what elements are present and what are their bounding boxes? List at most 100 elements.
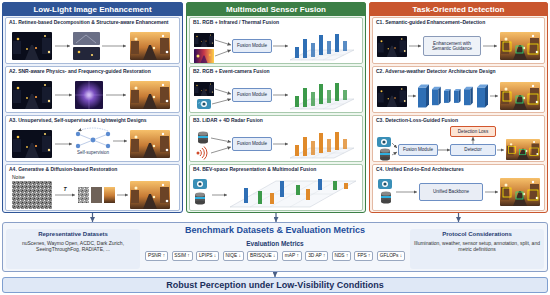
panel-grounds [369, 2, 548, 16]
metric-pill: LPIPS ↓ [196, 251, 219, 261]
flow-arrow [275, 213, 276, 222]
panel-grounds [189, 115, 363, 162]
fusion-illustrations [258, 181, 337, 204]
detection-illustrations [381, 192, 391, 204]
enhancement-illustrations [106, 144, 110, 148]
column-panel: Multimodal Sensor FusionB1. RGB + Infrar… [186, 2, 366, 213]
fusion-illustrations [250, 181, 336, 207]
metric-name: PSNR ↑ [148, 254, 165, 259]
flow-arrows [490, 96, 498, 97]
flow-arrows [215, 50, 231, 56]
detection-illustrations [506, 139, 540, 160]
panel-grounds [2, 277, 548, 293]
panel-grounds [369, 2, 548, 213]
enhancement-illustrations [106, 132, 110, 136]
flow-arrows [106, 95, 126, 96]
method-box: C1. Semantic-guided Enhancement–Detectio… [372, 17, 545, 64]
fusion-illustrations [244, 188, 248, 203]
flow-arrows [211, 138, 231, 142]
detection-illustrations [500, 32, 540, 60]
metric-pill: BRISQUE ↓ [247, 251, 278, 261]
enhancement-illustrations [78, 134, 108, 146]
metric-name: NIQE ↓ [225, 254, 240, 259]
enhancement-illustrations [130, 130, 170, 158]
detection-illustrations [432, 87, 441, 105]
panel-grounds [189, 17, 363, 64]
metric-pill: NIQE ↓ [223, 251, 244, 261]
enhancement-illustrations [78, 128, 108, 131]
label-holder: Evaluation Metrics [145, 240, 405, 248]
panel-grounds [5, 164, 180, 211]
illustration-label: Evaluation Metrics [145, 240, 405, 248]
method-box: B3. LiDAR + 4D Radar FusionFusion Module [189, 115, 363, 162]
fusion-illustrations [258, 191, 262, 204]
module-label: Fusion Module [237, 141, 267, 146]
enhancement-illustrations [75, 81, 103, 109]
flow-arrows [55, 95, 72, 96]
enhancement-illustrations [78, 187, 89, 203]
detector-box: Detector [450, 144, 496, 156]
flow-arrow [473, 137, 474, 144]
flow-arrows [102, 46, 126, 47]
panel-grounds [5, 115, 180, 162]
label-holder: T [59, 186, 71, 192]
module-label: Detection Loss [458, 129, 488, 134]
column-panel: Low-Light Image EnhancementA1. Retinex-b… [2, 2, 183, 213]
fusion-illustrations [194, 49, 214, 63]
method-box: C3. Detection-Loss-Guided FusionDetectio… [372, 115, 545, 162]
detection-illustrations [444, 89, 451, 103]
label-holder: Noise [12, 174, 52, 180]
enhancement-illustrations [130, 32, 170, 60]
outcome-band: Robust Perception under Low-Visibility C… [2, 277, 548, 293]
panel-grounds [5, 17, 545, 211]
loss-box: Detection Loss [450, 126, 496, 137]
fusion-illustrations [306, 189, 310, 200]
flow-arrows [55, 195, 75, 196]
panel-grounds [189, 164, 363, 211]
fusion-illustrations [193, 179, 207, 189]
method-box: A1. Retinex-based Decomposition & Struct… [5, 17, 180, 64]
fusion-illustrations [290, 132, 354, 158]
flow-arrows [392, 152, 397, 155]
fusion-illustrations [296, 185, 300, 195]
metric-name: LPIPS ↓ [199, 254, 216, 259]
enhancement-illustrations [130, 81, 170, 109]
flow-arrows [211, 147, 231, 153]
enhancement-illustrations [73, 47, 100, 60]
label-holder: Self-supervision [70, 150, 116, 155]
fusion-illustrations [244, 179, 322, 203]
detection-illustrations [377, 86, 407, 107]
fusion-illustrations [290, 83, 354, 109]
method-title: B3. LiDAR + 4D Radar Fusion [190, 116, 362, 124]
fusion-illustrations [280, 181, 284, 197]
panel-grounds [2, 2, 548, 293]
panel-grounds [2, 2, 183, 16]
flow-arrows [485, 192, 498, 193]
fusion-illustrations [344, 183, 348, 189]
enhancement-illustrations [91, 54, 93, 56]
metric-name: BRISQUE ↓ [250, 254, 275, 259]
section-body: nuScenes, Waymo Open, ACDC, Dark Zurich,… [9, 240, 137, 253]
panel-grounds [372, 164, 545, 211]
enhancement-illustrations [12, 130, 52, 158]
enhancement-illustrations [12, 181, 52, 209]
method-title: C2. Adverse-weather Detector Architectur… [373, 67, 544, 75]
fusion-illustrations [198, 102, 203, 105]
panel-heading: Multimodal Sensor Fusion [187, 3, 365, 16]
enhancement-illustrations [76, 132, 80, 136]
panel-grounds [372, 115, 545, 162]
method-title: C3. Detection-Loss-Guided Fusion [373, 116, 544, 124]
enhancement-illustrations [91, 138, 96, 143]
method-box: A4. Generative & Diffusion-based Restora… [5, 164, 180, 211]
detection-illustrations [377, 137, 391, 147]
module-label: Fusion Module [403, 147, 433, 152]
panel-grounds [2, 222, 548, 272]
detection-illustrations [380, 149, 390, 161]
backbone-box: Unified Backbone [419, 183, 483, 201]
flow-arrows [55, 144, 72, 145]
metric-name: SSIM ↑ [174, 254, 189, 259]
panel-grounds [186, 2, 366, 213]
detection-illustrations [500, 82, 540, 110]
metric-pill: 3D AP ↑ [305, 251, 328, 261]
fusion-illustrations [318, 179, 322, 190]
